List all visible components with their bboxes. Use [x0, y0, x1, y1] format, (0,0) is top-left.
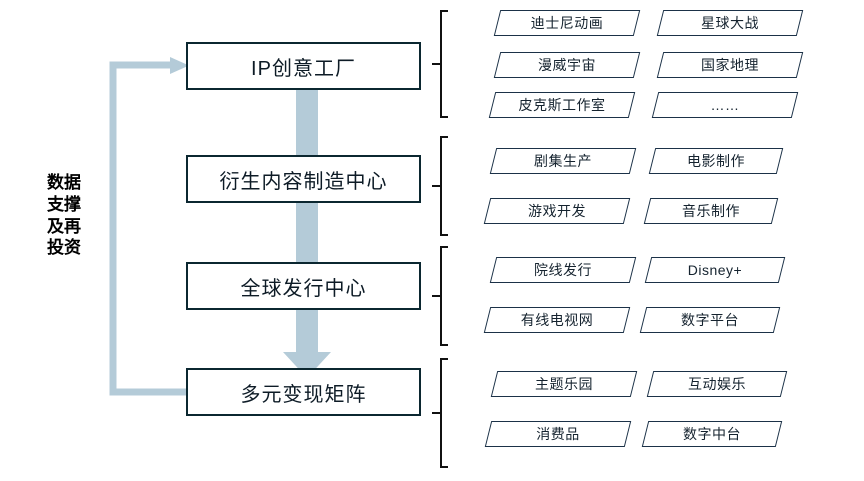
tag-label: 互动娱乐	[688, 376, 746, 392]
stage-box-monetization-matrix[interactable]: 多元变现矩阵	[186, 368, 421, 416]
feedback-loop-label-line-4: 投资	[47, 238, 81, 258]
feedback-loop-label-line-3: 及再	[47, 216, 81, 236]
tag-item[interactable]: Disney+	[644, 257, 786, 283]
tag-item[interactable]: 皮克斯工作室	[488, 92, 636, 118]
brace-cap-top	[440, 136, 448, 138]
tag-item[interactable]: 游戏开发	[483, 198, 631, 224]
tag-item[interactable]: 星球大战	[656, 10, 804, 36]
brace-cap-top	[440, 10, 448, 12]
tag-item[interactable]: ……	[651, 92, 799, 118]
feedback-loop-label-line-2: 支撑	[47, 194, 81, 214]
brace-cap-top	[440, 358, 448, 360]
stage-box-label: 全球发行中心	[240, 277, 367, 300]
stage-box-label: IP创意工厂	[251, 57, 356, 80]
feedback-loop-label: 数据 支撑 及再 投资	[36, 172, 92, 259]
tag-item[interactable]: 国家地理	[656, 52, 804, 78]
tag-item[interactable]: 音乐制作	[643, 198, 779, 224]
tag-label: 国家地理	[701, 57, 759, 73]
tag-item[interactable]: 剧集生产	[489, 148, 637, 174]
tag-label: 有线电视网	[520, 312, 594, 328]
brace-stem	[432, 295, 442, 297]
brace-stage-3	[432, 246, 450, 346]
brace-stage-2	[432, 136, 450, 236]
brace-cap-bottom	[440, 116, 448, 118]
tag-item[interactable]: 电影制作	[648, 148, 784, 174]
tag-label: 数字中台	[683, 426, 741, 442]
stage-box-label: 多元变现矩阵	[240, 383, 367, 406]
stage-box-derivative-content-center[interactable]: 衍生内容制造中心	[186, 155, 421, 203]
tag-item[interactable]: 数字中台	[641, 421, 783, 447]
brace-stage-1	[432, 10, 450, 118]
brace-stem	[432, 185, 442, 187]
tag-item[interactable]: 消费品	[484, 421, 632, 447]
tag-item[interactable]: 有线电视网	[483, 307, 631, 333]
tag-item[interactable]: 互动娱乐	[646, 371, 788, 397]
brace-cap-bottom	[440, 466, 448, 468]
tag-label: ……	[710, 97, 740, 113]
stage-box-label: 衍生内容制造中心	[219, 170, 388, 193]
tag-item[interactable]: 迪士尼动画	[493, 10, 641, 36]
brace-stage-4	[432, 358, 450, 468]
tag-label: 消费品	[536, 426, 580, 442]
tag-label: 数字平台	[681, 312, 739, 328]
stage-box-global-distribution-center[interactable]: 全球发行中心	[186, 262, 421, 310]
stage-box-ip-creative-factory[interactable]: IP创意工厂	[186, 42, 421, 90]
tag-label: 电影制作	[687, 153, 745, 169]
tag-label: 院线发行	[534, 262, 592, 278]
tag-label: 主题乐园	[535, 376, 593, 392]
tag-label: 游戏开发	[528, 203, 586, 219]
main-flow-arrow	[283, 84, 331, 378]
tag-label: 皮克斯工作室	[518, 97, 606, 113]
feedback-loop-label-line-1: 数据	[47, 173, 81, 192]
brace-cap-bottom	[440, 344, 448, 346]
tag-item[interactable]: 数字平台	[639, 307, 781, 333]
feedback-loop-arrow	[109, 57, 189, 396]
tag-label: 星球大战	[701, 15, 759, 31]
tag-label: 漫威宇宙	[538, 57, 596, 73]
brace-stem	[432, 412, 442, 414]
tag-label: 剧集生产	[534, 153, 592, 169]
tag-item[interactable]: 主题乐园	[490, 371, 638, 397]
tag-item[interactable]: 院线发行	[489, 257, 637, 283]
brace-stem	[432, 63, 442, 65]
tag-item[interactable]: 漫威宇宙	[493, 52, 641, 78]
tag-label: Disney+	[687, 262, 743, 278]
brace-cap-bottom	[440, 234, 448, 236]
tag-label: 迪士尼动画	[530, 15, 604, 31]
tag-label: 音乐制作	[682, 203, 740, 219]
brace-cap-top	[440, 246, 448, 248]
